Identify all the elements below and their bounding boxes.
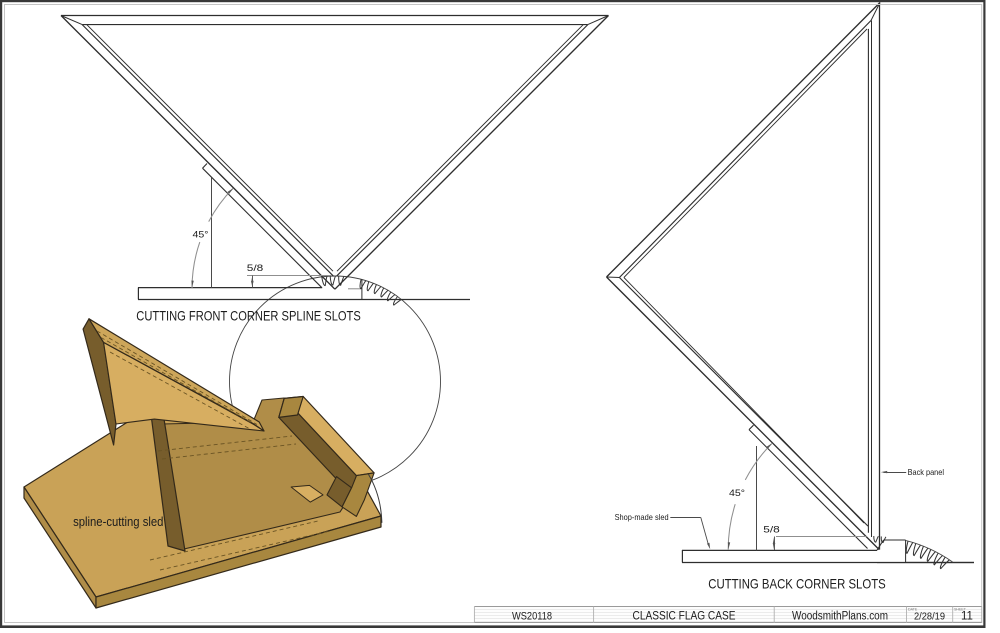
- svg-text:CLASSIC FLAG CASE: CLASSIC FLAG CASE: [633, 611, 736, 623]
- svg-text:5/8: 5/8: [247, 263, 264, 273]
- svg-text:45°: 45°: [193, 228, 209, 239]
- svg-text:Back panel: Back panel: [908, 467, 945, 477]
- svg-text:spline-cutting sled: spline-cutting sled: [73, 514, 163, 529]
- svg-text:SHEET: SHEET: [954, 607, 967, 611]
- svg-text:Shop-made sled: Shop-made sled: [615, 512, 669, 522]
- svg-text:CUTTING BACK CORNER SLOTS: CUTTING BACK CORNER SLOTS: [708, 576, 886, 592]
- svg-text:45°: 45°: [729, 487, 745, 498]
- svg-text:2/28/19: 2/28/19: [914, 612, 945, 623]
- svg-text:WoodsmithPlans.com: WoodsmithPlans.com: [792, 611, 888, 623]
- svg-text:5/8: 5/8: [763, 525, 780, 535]
- svg-text:11: 11: [961, 611, 973, 623]
- svg-text:DATE: DATE: [908, 607, 918, 611]
- svg-text:CUTTING FRONT CORNER SPLINE SL: CUTTING FRONT CORNER SPLINE SLOTS: [136, 308, 360, 323]
- svg-text:WS20118: WS20118: [512, 611, 552, 623]
